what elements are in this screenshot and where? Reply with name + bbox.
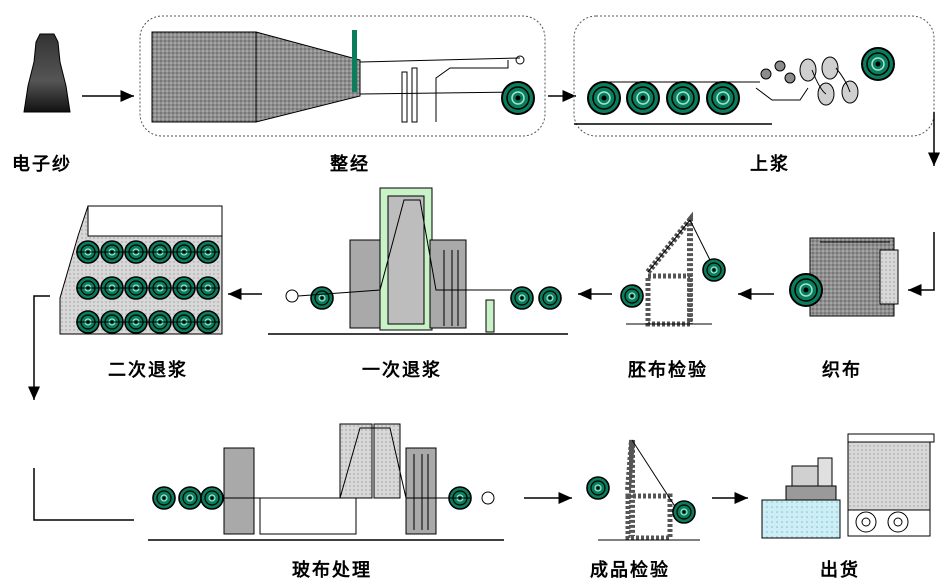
sizing-machine xyxy=(573,15,935,137)
connector-bracket xyxy=(33,468,134,521)
warping-machine xyxy=(139,15,546,137)
fabric-treatment-machine xyxy=(148,423,504,541)
label-yarn: 电子纱 xyxy=(12,154,72,175)
label-final-inspection: 成品检验 xyxy=(590,560,670,581)
arrow-into-weaving xyxy=(908,232,935,296)
final-inspection-machine xyxy=(586,439,700,541)
label-second-desizing: 二次退浆 xyxy=(108,360,188,381)
label-warping: 整经 xyxy=(330,154,370,175)
yarn-cone-icon xyxy=(23,33,71,113)
weaving-machine xyxy=(789,237,899,317)
arrow-second-desizing-down xyxy=(28,295,50,400)
label-first-desizing: 一次退浆 xyxy=(362,360,442,381)
label-grey-inspection: 胚布检验 xyxy=(628,360,708,381)
label-sizing: 上浆 xyxy=(750,154,790,175)
first-desizing-machine xyxy=(268,187,568,335)
second-desizing-machine xyxy=(59,205,223,335)
label-fabric-treatment: 玻布处理 xyxy=(292,560,372,581)
label-shipping: 出货 xyxy=(820,560,860,581)
shipping-truck-icon xyxy=(761,433,935,539)
grey-inspection-machine xyxy=(620,211,726,327)
label-weaving: 织布 xyxy=(822,360,862,381)
